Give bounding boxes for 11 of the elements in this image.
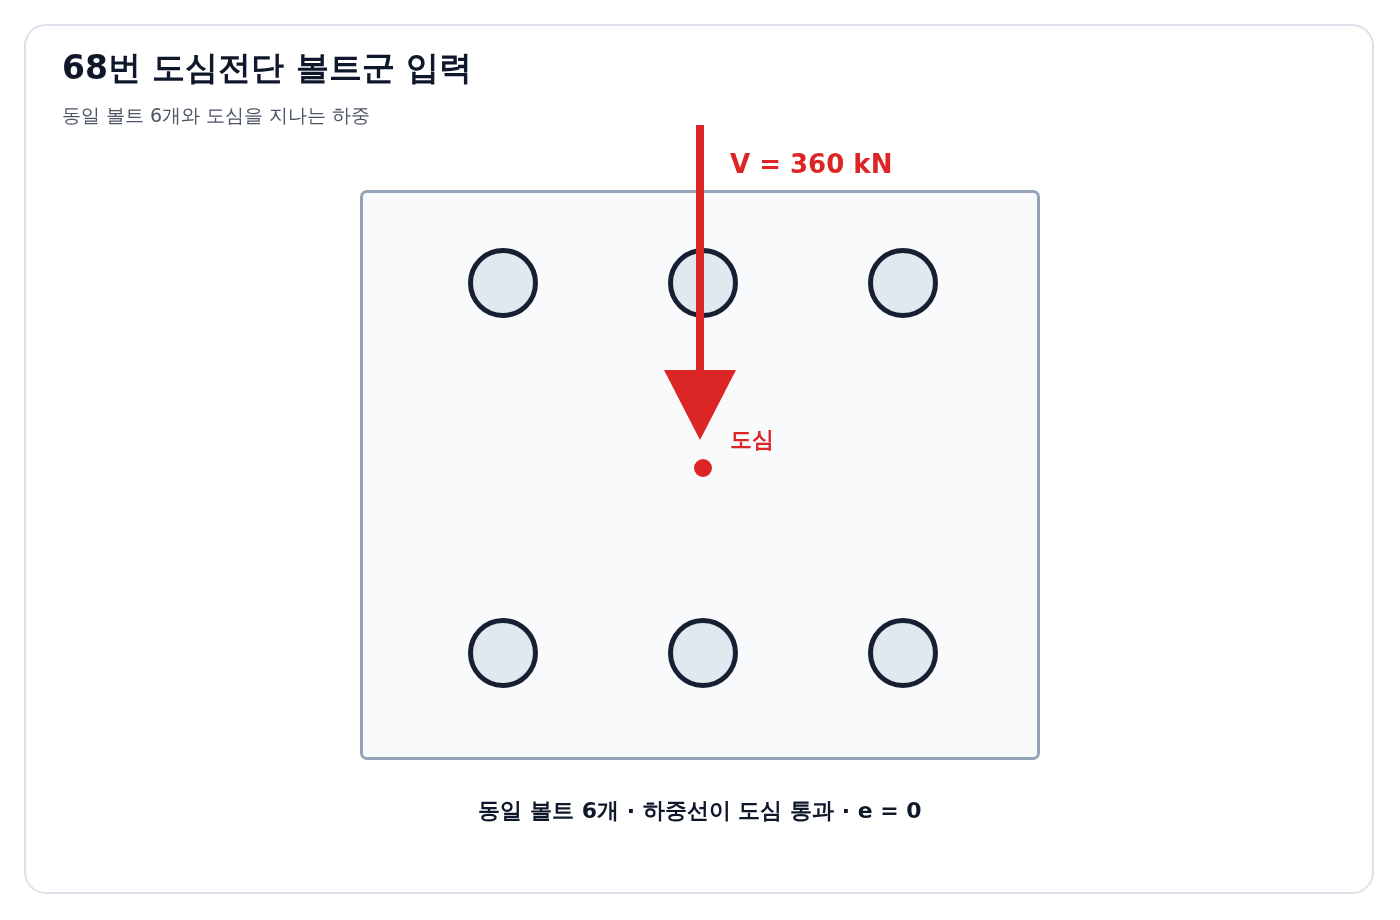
bolt	[868, 618, 938, 688]
bolt	[468, 618, 538, 688]
title: 68번 도심전단 볼트군 입력	[62, 47, 473, 89]
bolt	[468, 248, 538, 318]
steel-plate	[360, 190, 1040, 760]
force-label: V = 360 kN	[730, 149, 893, 179]
subtitle: 동일 볼트 6개와 도심을 지나는 하중	[62, 103, 371, 128]
bolt	[868, 248, 938, 318]
caption: 동일 볼트 6개 · 하중선이 도심 통과 · e = 0	[477, 797, 923, 825]
bolt	[668, 618, 738, 688]
point-label: 도심	[730, 426, 774, 454]
